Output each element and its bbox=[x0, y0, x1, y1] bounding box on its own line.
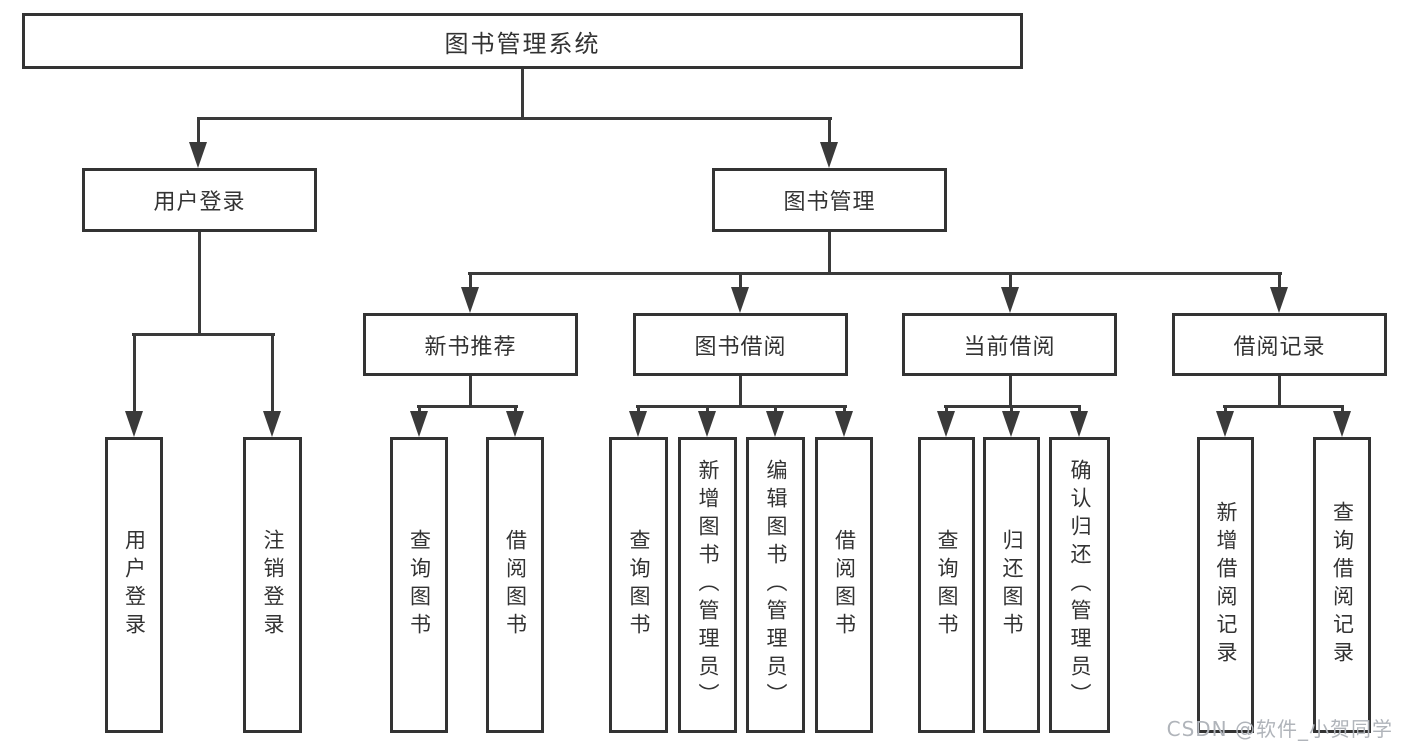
arrowhead-book-management bbox=[820, 142, 838, 168]
leaf-bb-add-books-admin: 新增图书（管理员） bbox=[678, 437, 737, 733]
connector-current-stub bbox=[1009, 272, 1012, 290]
connector-current-vertical bbox=[1009, 376, 1012, 408]
arrowhead-user-login bbox=[189, 142, 207, 168]
arrowhead-leaf-logout bbox=[263, 411, 281, 437]
connector-login-leaf2-stub bbox=[271, 333, 274, 415]
arrowhead-cb-confirm-return bbox=[1070, 411, 1088, 437]
arrowhead-current-borrowing bbox=[1001, 287, 1019, 313]
node-library-system: 图书管理系统 bbox=[22, 13, 1023, 69]
connector-mgmt-vertical bbox=[828, 232, 831, 275]
arrowhead-borrowing-records bbox=[1270, 287, 1288, 313]
connector-root-vertical bbox=[521, 69, 524, 119]
leaf-user-login: 用户登录 bbox=[105, 437, 163, 733]
connector-user-login-stub bbox=[197, 117, 200, 145]
connector-book-management-stub bbox=[828, 117, 831, 145]
arrowhead-book-borrowing bbox=[731, 287, 749, 313]
connector-new-rec-leaf2-stub bbox=[514, 405, 517, 415]
node-user-login: 用户登录 bbox=[82, 168, 317, 232]
arrowhead-new-book-recommend bbox=[461, 287, 479, 313]
leaf-bb-edit-books-admin: 编辑图书（管理员） bbox=[746, 437, 805, 733]
connector-records-vertical bbox=[1278, 376, 1281, 408]
connector-records-leaf1-stub bbox=[1224, 405, 1227, 415]
connector-login-leaf1-stub bbox=[133, 333, 136, 415]
connector-borrowing-leaf3-stub bbox=[774, 405, 777, 415]
connector-new-rec-vertical bbox=[469, 376, 472, 408]
node-book-management: 图书管理 bbox=[712, 168, 947, 232]
arrowhead-br-add-record bbox=[1216, 411, 1234, 437]
leaf-logout: 注销登录 bbox=[243, 437, 302, 733]
connector-borrowing-stub bbox=[739, 272, 742, 290]
arrowhead-bb-query-books bbox=[629, 411, 647, 437]
arrowhead-bb-edit-books bbox=[766, 411, 784, 437]
leaf-bb-borrow-books: 借阅图书 bbox=[815, 437, 873, 733]
connector-login-horizontal bbox=[132, 333, 275, 336]
arrowhead-leaf-user-login bbox=[125, 411, 143, 437]
connector-login-vertical bbox=[198, 232, 201, 336]
node-book-borrowing: 图书借阅 bbox=[633, 313, 848, 376]
connector-new-rec-stub bbox=[469, 272, 472, 290]
connector-root-horizontal bbox=[197, 117, 832, 120]
leaf-rec-borrow-books: 借阅图书 bbox=[486, 437, 544, 733]
arrowhead-rec-query-books bbox=[410, 411, 428, 437]
connector-borrowing-horizontal bbox=[636, 405, 847, 408]
node-new-book-recommend: 新书推荐 bbox=[363, 313, 578, 376]
leaf-cb-query-books: 查询图书 bbox=[918, 437, 975, 733]
leaf-br-add-record: 新增借阅记录 bbox=[1197, 437, 1254, 733]
arrowhead-cb-query-books bbox=[937, 411, 955, 437]
leaf-br-query-record: 查询借阅记录 bbox=[1313, 437, 1371, 733]
connector-borrowing-leaf2-stub bbox=[706, 405, 709, 415]
connector-borrowing-vertical bbox=[739, 376, 742, 408]
arrowhead-bb-add-books bbox=[698, 411, 716, 437]
connector-borrowing-leaf1-stub bbox=[637, 405, 640, 415]
leaf-bb-query-books: 查询图书 bbox=[609, 437, 668, 733]
leaf-cb-confirm-return-admin: 确认归还（管理员） bbox=[1049, 437, 1110, 733]
arrowhead-br-query-record bbox=[1333, 411, 1351, 437]
connector-borrowing-leaf4-stub bbox=[843, 405, 846, 415]
connector-records-horizontal bbox=[1223, 405, 1344, 408]
leaf-cb-return-books: 归还图书 bbox=[983, 437, 1040, 733]
node-borrowing-records: 借阅记录 bbox=[1172, 313, 1387, 376]
arrowhead-bb-borrow-books bbox=[835, 411, 853, 437]
watermark-csdn: CSDN @软件_小贺同学 bbox=[1166, 717, 1393, 741]
node-current-borrowing: 当前借阅 bbox=[902, 313, 1117, 376]
arrowhead-cb-return-books bbox=[1002, 411, 1020, 437]
connector-records-leaf2-stub bbox=[1341, 405, 1344, 415]
connector-new-rec-horizontal bbox=[417, 405, 518, 408]
connector-mgmt-horizontal bbox=[468, 272, 1282, 275]
connector-current-leaf3-stub bbox=[1078, 405, 1081, 415]
connector-current-leaf1-stub bbox=[945, 405, 948, 415]
arrowhead-rec-borrow-books bbox=[506, 411, 524, 437]
connector-records-stub bbox=[1278, 272, 1281, 290]
connector-new-rec-leaf1-stub bbox=[418, 405, 421, 415]
connector-current-leaf2-stub bbox=[1010, 405, 1013, 415]
leaf-rec-query-books: 查询图书 bbox=[390, 437, 448, 733]
